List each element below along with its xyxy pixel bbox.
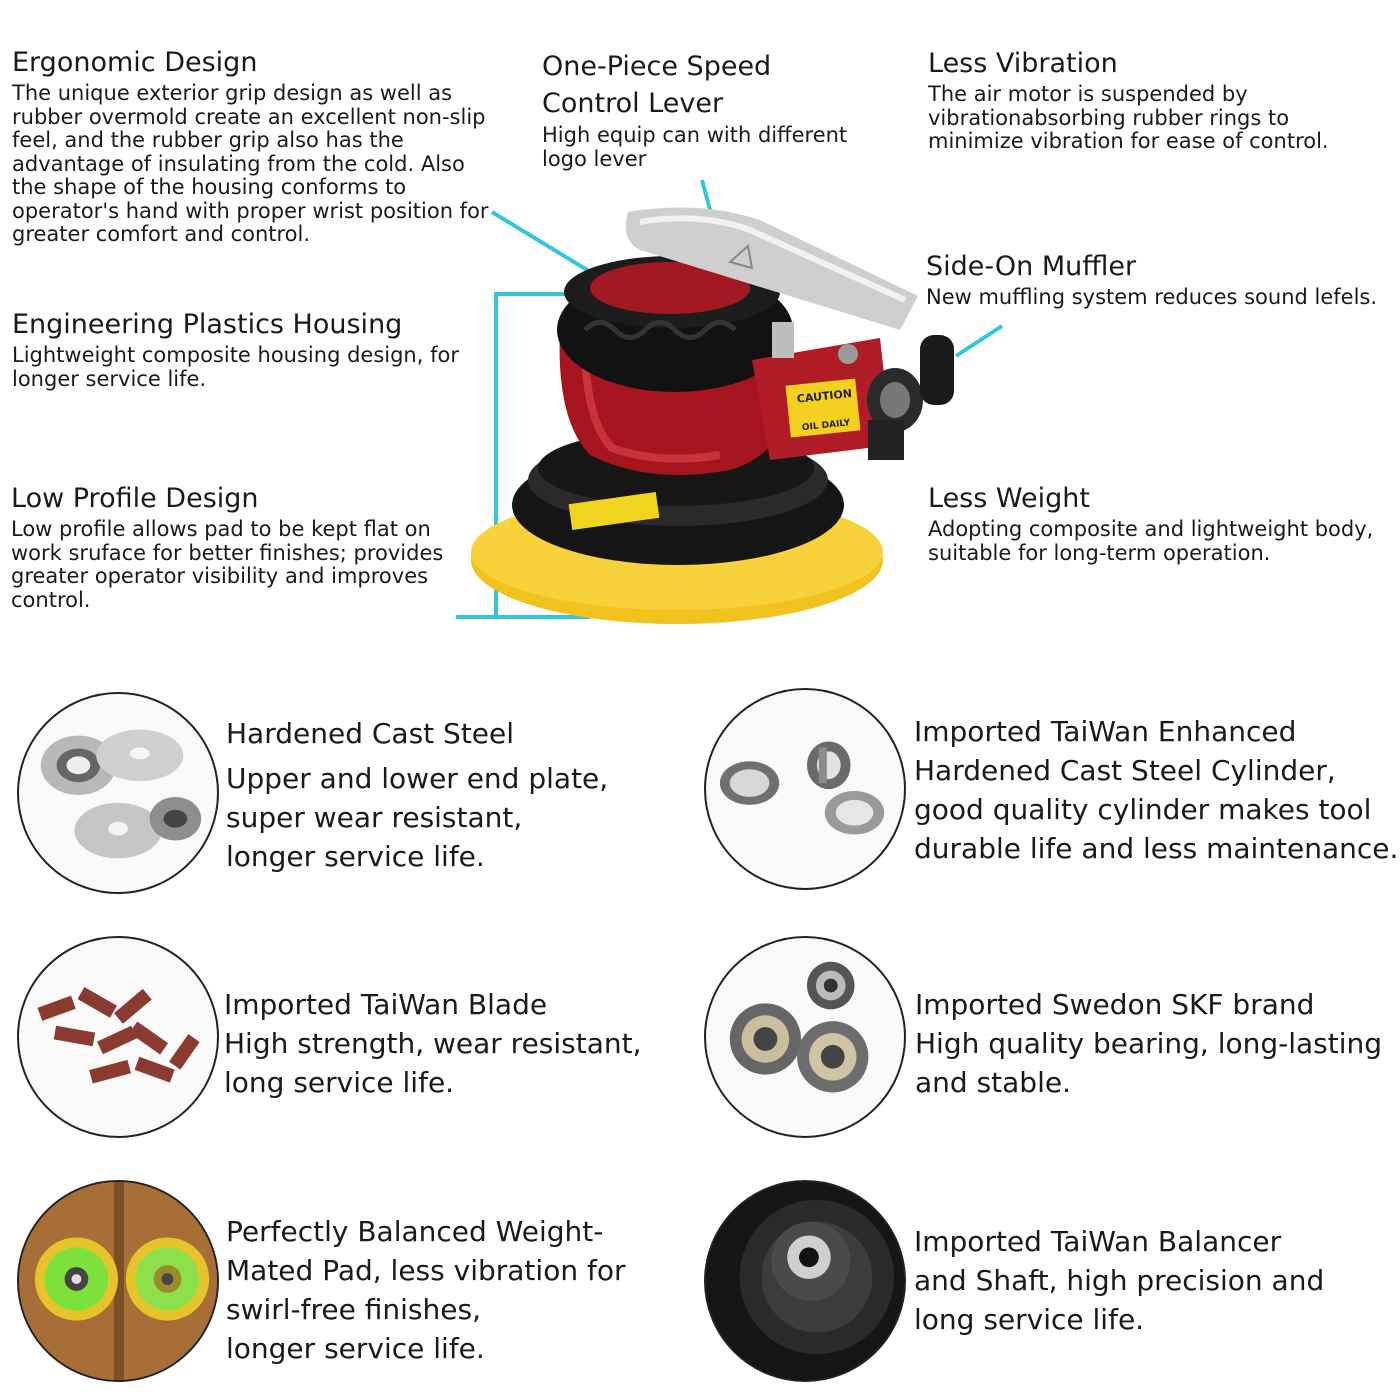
speed-control-lever <box>625 207 918 330</box>
component-text-pad: Perfectly Balanced Weight- Mated Pad, le… <box>226 1212 625 1368</box>
feature-title: Less Vibration <box>928 48 1118 79</box>
component-desc: High quality bearing, long-lasting and s… <box>915 1027 1383 1099</box>
feature-desc: The air motor is suspended by vibrationa… <box>928 82 1329 153</box>
component-desc: Upper and lower end plate, super wear re… <box>226 762 609 873</box>
component-image-blade <box>17 936 219 1138</box>
feature-less-vibration: Less Vibration The air motor is suspende… <box>928 47 1388 154</box>
component-text-balancer: Imported TaiWan Balancer and Shaft, high… <box>914 1222 1324 1339</box>
component-text-blade: Imported TaiWan Blade High strength, wea… <box>224 985 642 1102</box>
component-desc: Hardened Cast Steel Cylinder, good quali… <box>914 754 1399 865</box>
feature-housing: Engineering Plastics Housing Lightweight… <box>12 308 462 391</box>
feature-desc: New muffling system reduces sound lefels… <box>926 285 1378 309</box>
component-image-balancer <box>704 1180 906 1382</box>
feature-desc: The unique exterior grip design as well … <box>12 81 489 246</box>
feature-speed-lever: One-Piece Speed Control Lever High equip… <box>542 47 882 171</box>
component-title: Perfectly Balanced Weight- <box>226 1215 604 1248</box>
component-desc: High strength, wear resistant, long serv… <box>224 1027 642 1099</box>
feature-desc: High equip can with different logo lever <box>542 123 848 171</box>
caution-text: CAUTION <box>796 387 852 406</box>
feature-low-profile: Low Profile Design Low profile allows pa… <box>11 482 461 612</box>
feature-title-line2: Control Lever <box>542 88 724 119</box>
component-image-cylinder <box>704 688 906 890</box>
feature-muffler: Side-On Muffler New muffling system redu… <box>926 250 1398 310</box>
feature-desc: Lightweight composite housing design, fo… <box>12 343 459 391</box>
component-image-end-plate <box>17 692 219 894</box>
component-title: Imported TaiWan Enhanced <box>914 715 1297 748</box>
component-desc: Mated Pad, less vibration for swirl-free… <box>226 1254 626 1365</box>
feature-less-weight: Less Weight Adopting composite and light… <box>928 482 1398 565</box>
callout-lines <box>456 179 1004 619</box>
feature-title: Low Profile Design <box>11 483 259 514</box>
feature-desc: Adopting composite and lightweight body,… <box>928 517 1374 565</box>
caution-label <box>785 378 861 438</box>
sander-illustration: CAUTION OIL DAILY <box>456 179 1004 624</box>
feature-title-line1: One-Piece Speed <box>542 51 772 82</box>
feature-ergonomic: Ergonomic Design The unique exterior gri… <box>12 46 497 247</box>
component-text-bearing: Imported Swedon SKF brand High quality b… <box>915 985 1382 1102</box>
component-title: Imported TaiWan Blade <box>224 988 548 1021</box>
warning-sticker-icon <box>568 492 660 530</box>
lever-logo-icon <box>727 244 754 270</box>
muffler <box>920 335 954 405</box>
component-text-cylinder: Imported TaiWan Enhanced Hardened Cast S… <box>914 712 1398 868</box>
component-text-end-plate: Hardened Cast Steel Upper and lower end … <box>226 714 608 876</box>
component-image-pad <box>17 1180 219 1382</box>
component-title: Hardened Cast Steel <box>226 717 515 750</box>
feature-desc: Low profile allows pad to be kept flat o… <box>11 517 444 612</box>
feature-title: Side-On Muffler <box>926 251 1137 282</box>
feature-title: Less Weight <box>928 483 1090 514</box>
feature-title: Ergonomic Design <box>12 47 258 78</box>
component-desc: and Shaft, high precision and long servi… <box>914 1264 1325 1336</box>
component-image-bearing <box>704 936 906 1138</box>
feature-title: Engineering Plastics Housing <box>12 309 403 340</box>
component-title: Imported Swedon SKF brand <box>915 988 1315 1021</box>
component-title: Imported TaiWan Balancer <box>914 1225 1282 1258</box>
